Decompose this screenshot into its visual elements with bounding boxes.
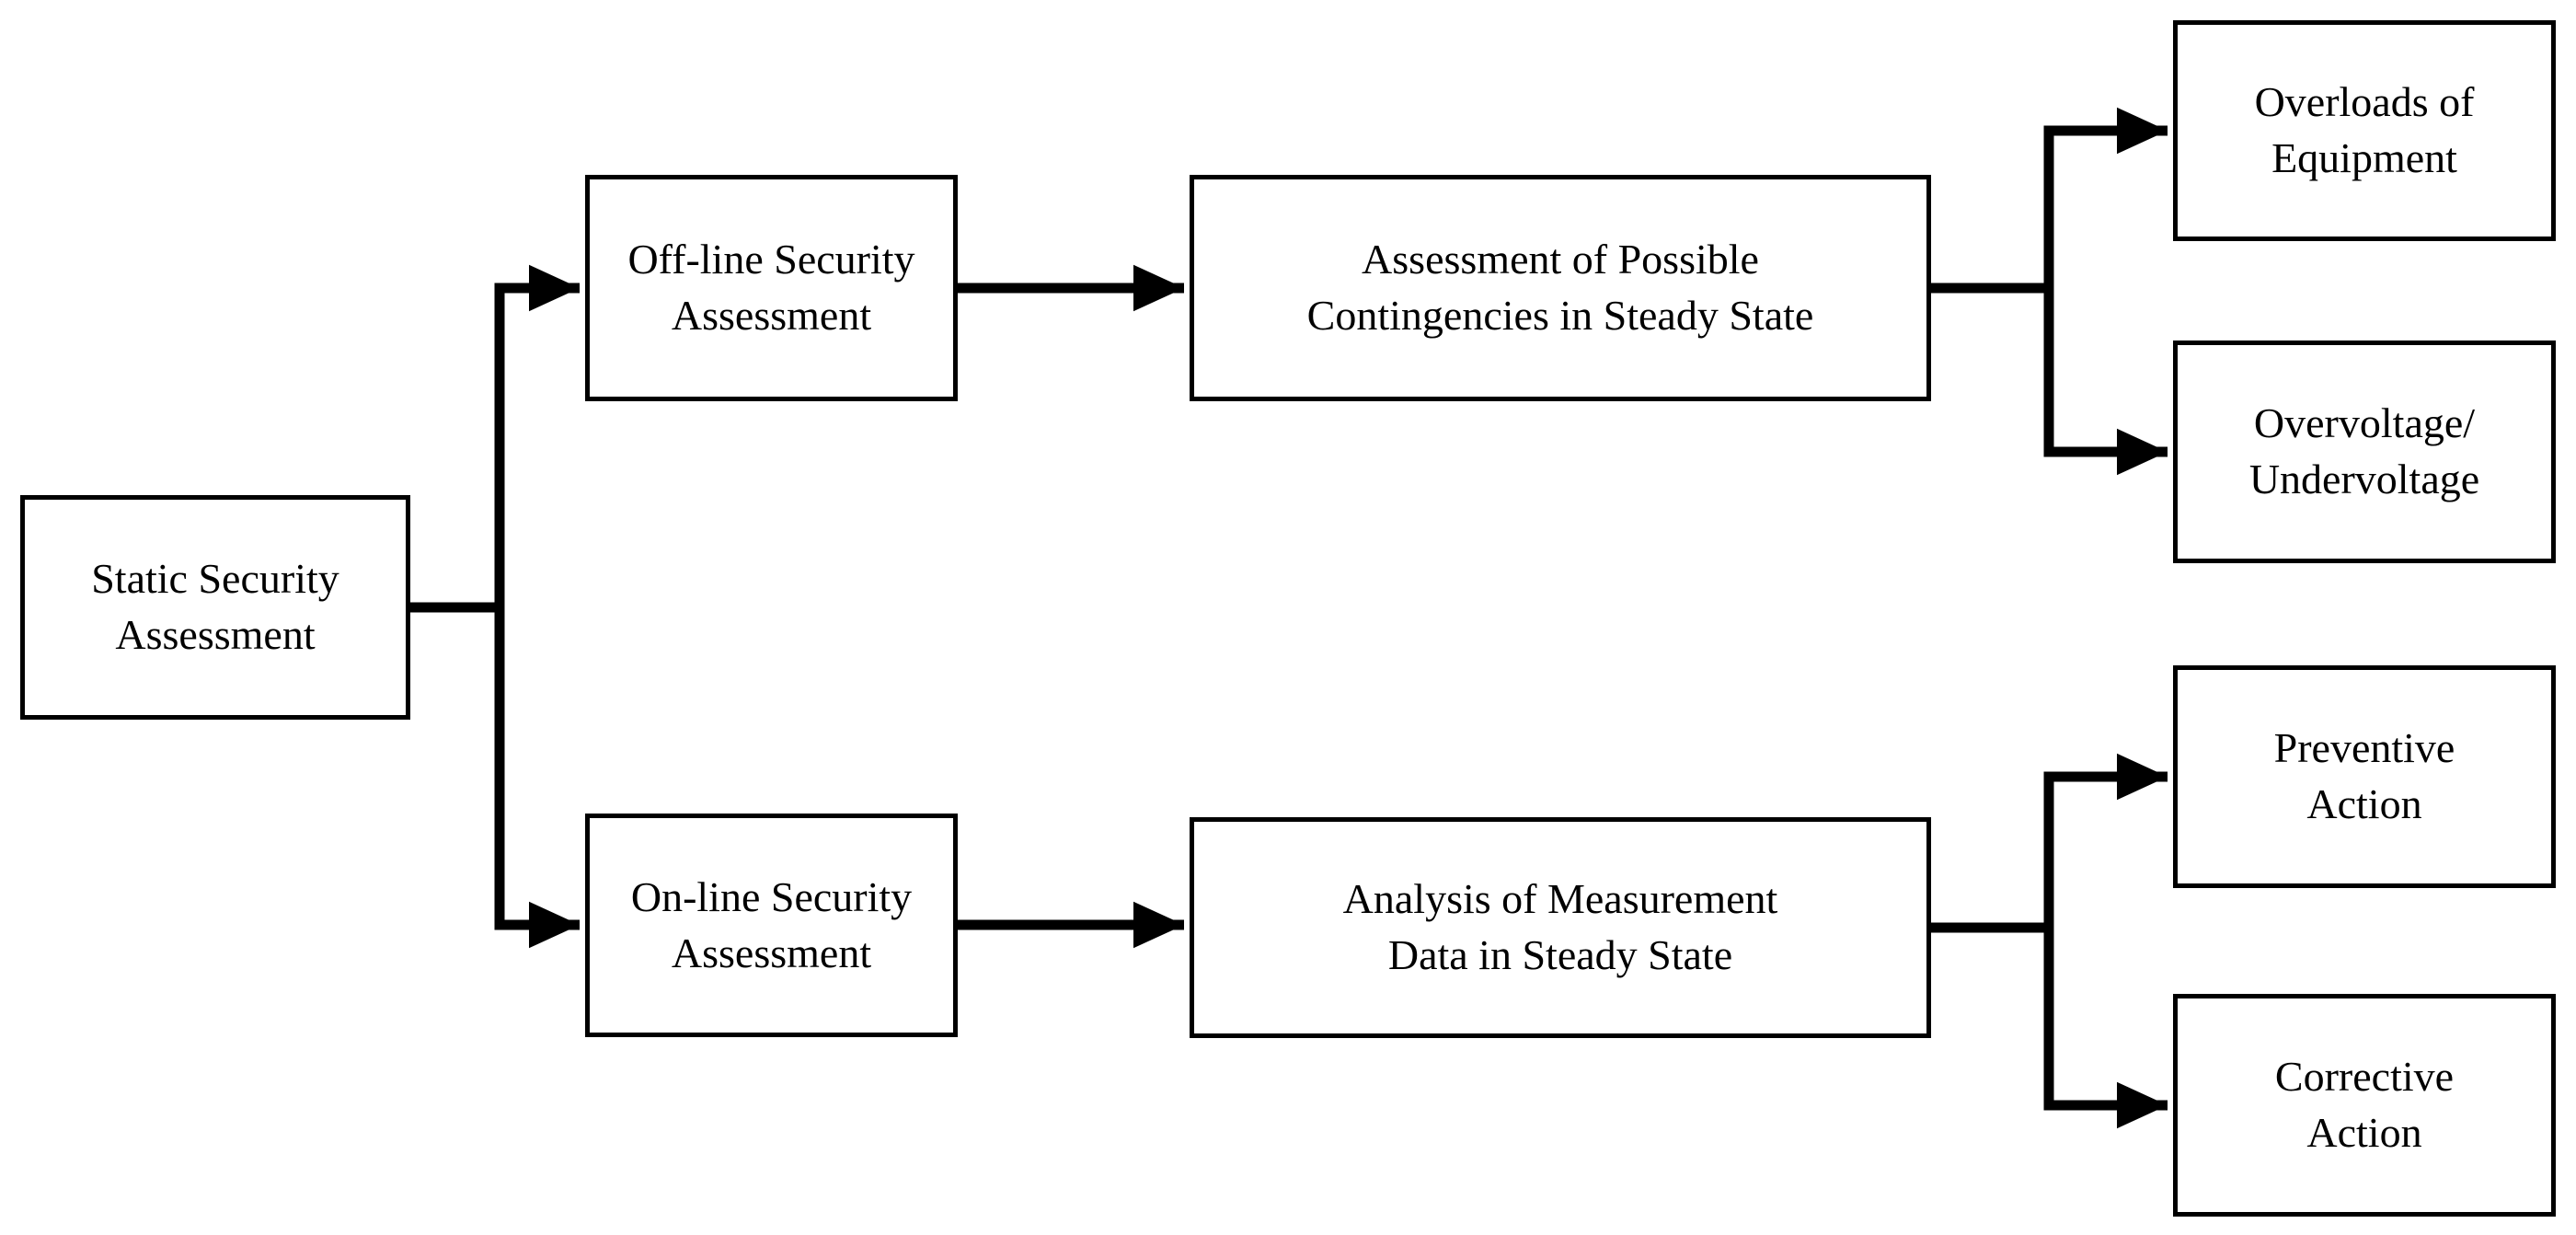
node-overvoltage-undervoltage: Overvoltage/ Undervoltage xyxy=(2173,340,2556,563)
node-label-line: On-line Security xyxy=(630,872,913,920)
node-corrective-action: Corrective Action xyxy=(2173,994,2556,1217)
node-label-line: Action xyxy=(2306,1109,2422,1156)
node-label-line: Assessment xyxy=(115,611,316,658)
node-label-line: Preventive xyxy=(2273,724,2455,772)
node-label-line: Data in Steady State xyxy=(1387,931,1733,978)
node-label-line: Overvoltage/ xyxy=(2253,399,2476,447)
node-label-line: Action xyxy=(2306,780,2422,827)
node-online-security-assessment: On-line Security Assessment xyxy=(585,814,958,1037)
node-offline-security-assessment: Off-line Security Assessment xyxy=(585,175,958,401)
node-analysis-of-measurement-data: Analysis of Measurement Data in Steady S… xyxy=(1190,817,1931,1038)
node-assessment-of-possible-contingencies: Assessment of Possible Contingencies in … xyxy=(1190,175,1931,401)
node-label-line: Static Security xyxy=(91,555,339,603)
node-label-line: Overloads of xyxy=(2254,78,2475,126)
node-preventive-action: Preventive Action xyxy=(2173,665,2556,888)
node-label-line: Assessment xyxy=(671,292,872,339)
node-label-line: Analysis of Measurement xyxy=(1342,875,1778,923)
node-label-line: Corrective xyxy=(2274,1053,2455,1101)
node-overloads-of-equipment: Overloads of Equipment xyxy=(2173,20,2556,241)
node-label-line: Contingencies in Steady State xyxy=(1306,292,1814,339)
node-static-security-assessment: Static Security Assessment xyxy=(20,495,410,720)
node-label-line: Assessment of Possible xyxy=(1362,236,1759,283)
node-label-line: Assessment xyxy=(671,929,872,976)
node-label-line: Off-line Security xyxy=(627,236,915,283)
node-label-line: Equipment xyxy=(2271,134,2457,181)
node-label-line: Undervoltage xyxy=(2248,456,2480,502)
